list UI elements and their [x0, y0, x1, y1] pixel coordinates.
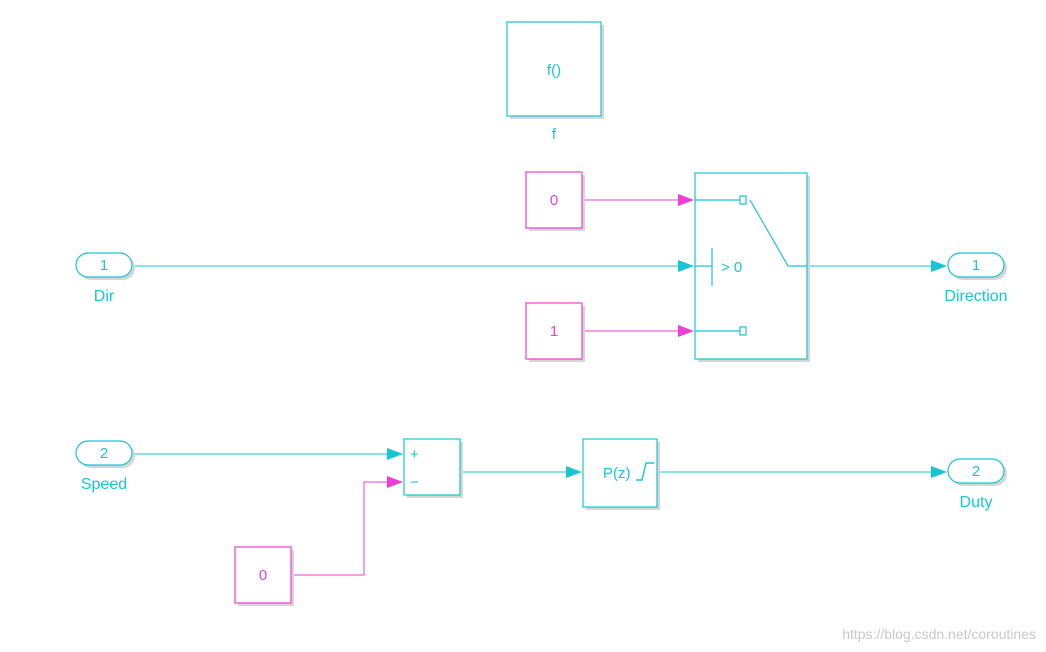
constant-block-speed[interactable]: 0: [234, 546, 294, 606]
watermark-text: https://blog.csdn.net/coroutines: [842, 626, 1036, 642]
signal-const-to-sum[interactable]: [293, 476, 403, 576]
outport-direction[interactable]: 1 Direction: [944, 252, 1008, 305]
sum-plus-sign: +: [410, 446, 419, 463]
constant-block-top[interactable]: 0: [525, 171, 585, 231]
inport-speed-label: Speed: [81, 476, 127, 493]
outport-duty[interactable]: 2 Duty: [947, 458, 1007, 511]
constant-bottom-value: 1: [550, 323, 558, 340]
switch-block[interactable]: > 0: [694, 172, 810, 362]
constant-speed-value: 0: [259, 567, 267, 584]
function-block-label: f: [552, 126, 557, 143]
inport-speed-number: 2: [100, 445, 108, 462]
inport-dir[interactable]: 1 Dir: [75, 252, 135, 305]
outport-direction-number: 1: [972, 257, 980, 274]
pwm-block-text: P(z): [603, 465, 631, 482]
constant-top-value: 0: [550, 192, 558, 209]
constant-block-bottom[interactable]: 1: [525, 302, 585, 362]
signal-lines: [133, 194, 947, 576]
inport-dir-number: 1: [100, 257, 108, 274]
inport-speed[interactable]: 2 Speed: [75, 440, 135, 493]
sum-minus-sign: −: [410, 474, 419, 491]
function-block-text: f(): [547, 62, 561, 79]
pwm-block[interactable]: P(z): [582, 438, 660, 510]
sum-block[interactable]: + −: [403, 438, 463, 498]
outport-direction-label: Direction: [944, 288, 1007, 305]
outport-duty-number: 2: [972, 463, 980, 480]
outport-duty-label: Duty: [960, 494, 993, 511]
pwm-pulse-icon: [636, 462, 654, 481]
inport-dir-label: Dir: [94, 288, 115, 305]
switch-icon: [695, 195, 807, 336]
switch-criterion: > 0: [721, 259, 742, 276]
function-block[interactable]: f() f: [506, 21, 604, 143]
